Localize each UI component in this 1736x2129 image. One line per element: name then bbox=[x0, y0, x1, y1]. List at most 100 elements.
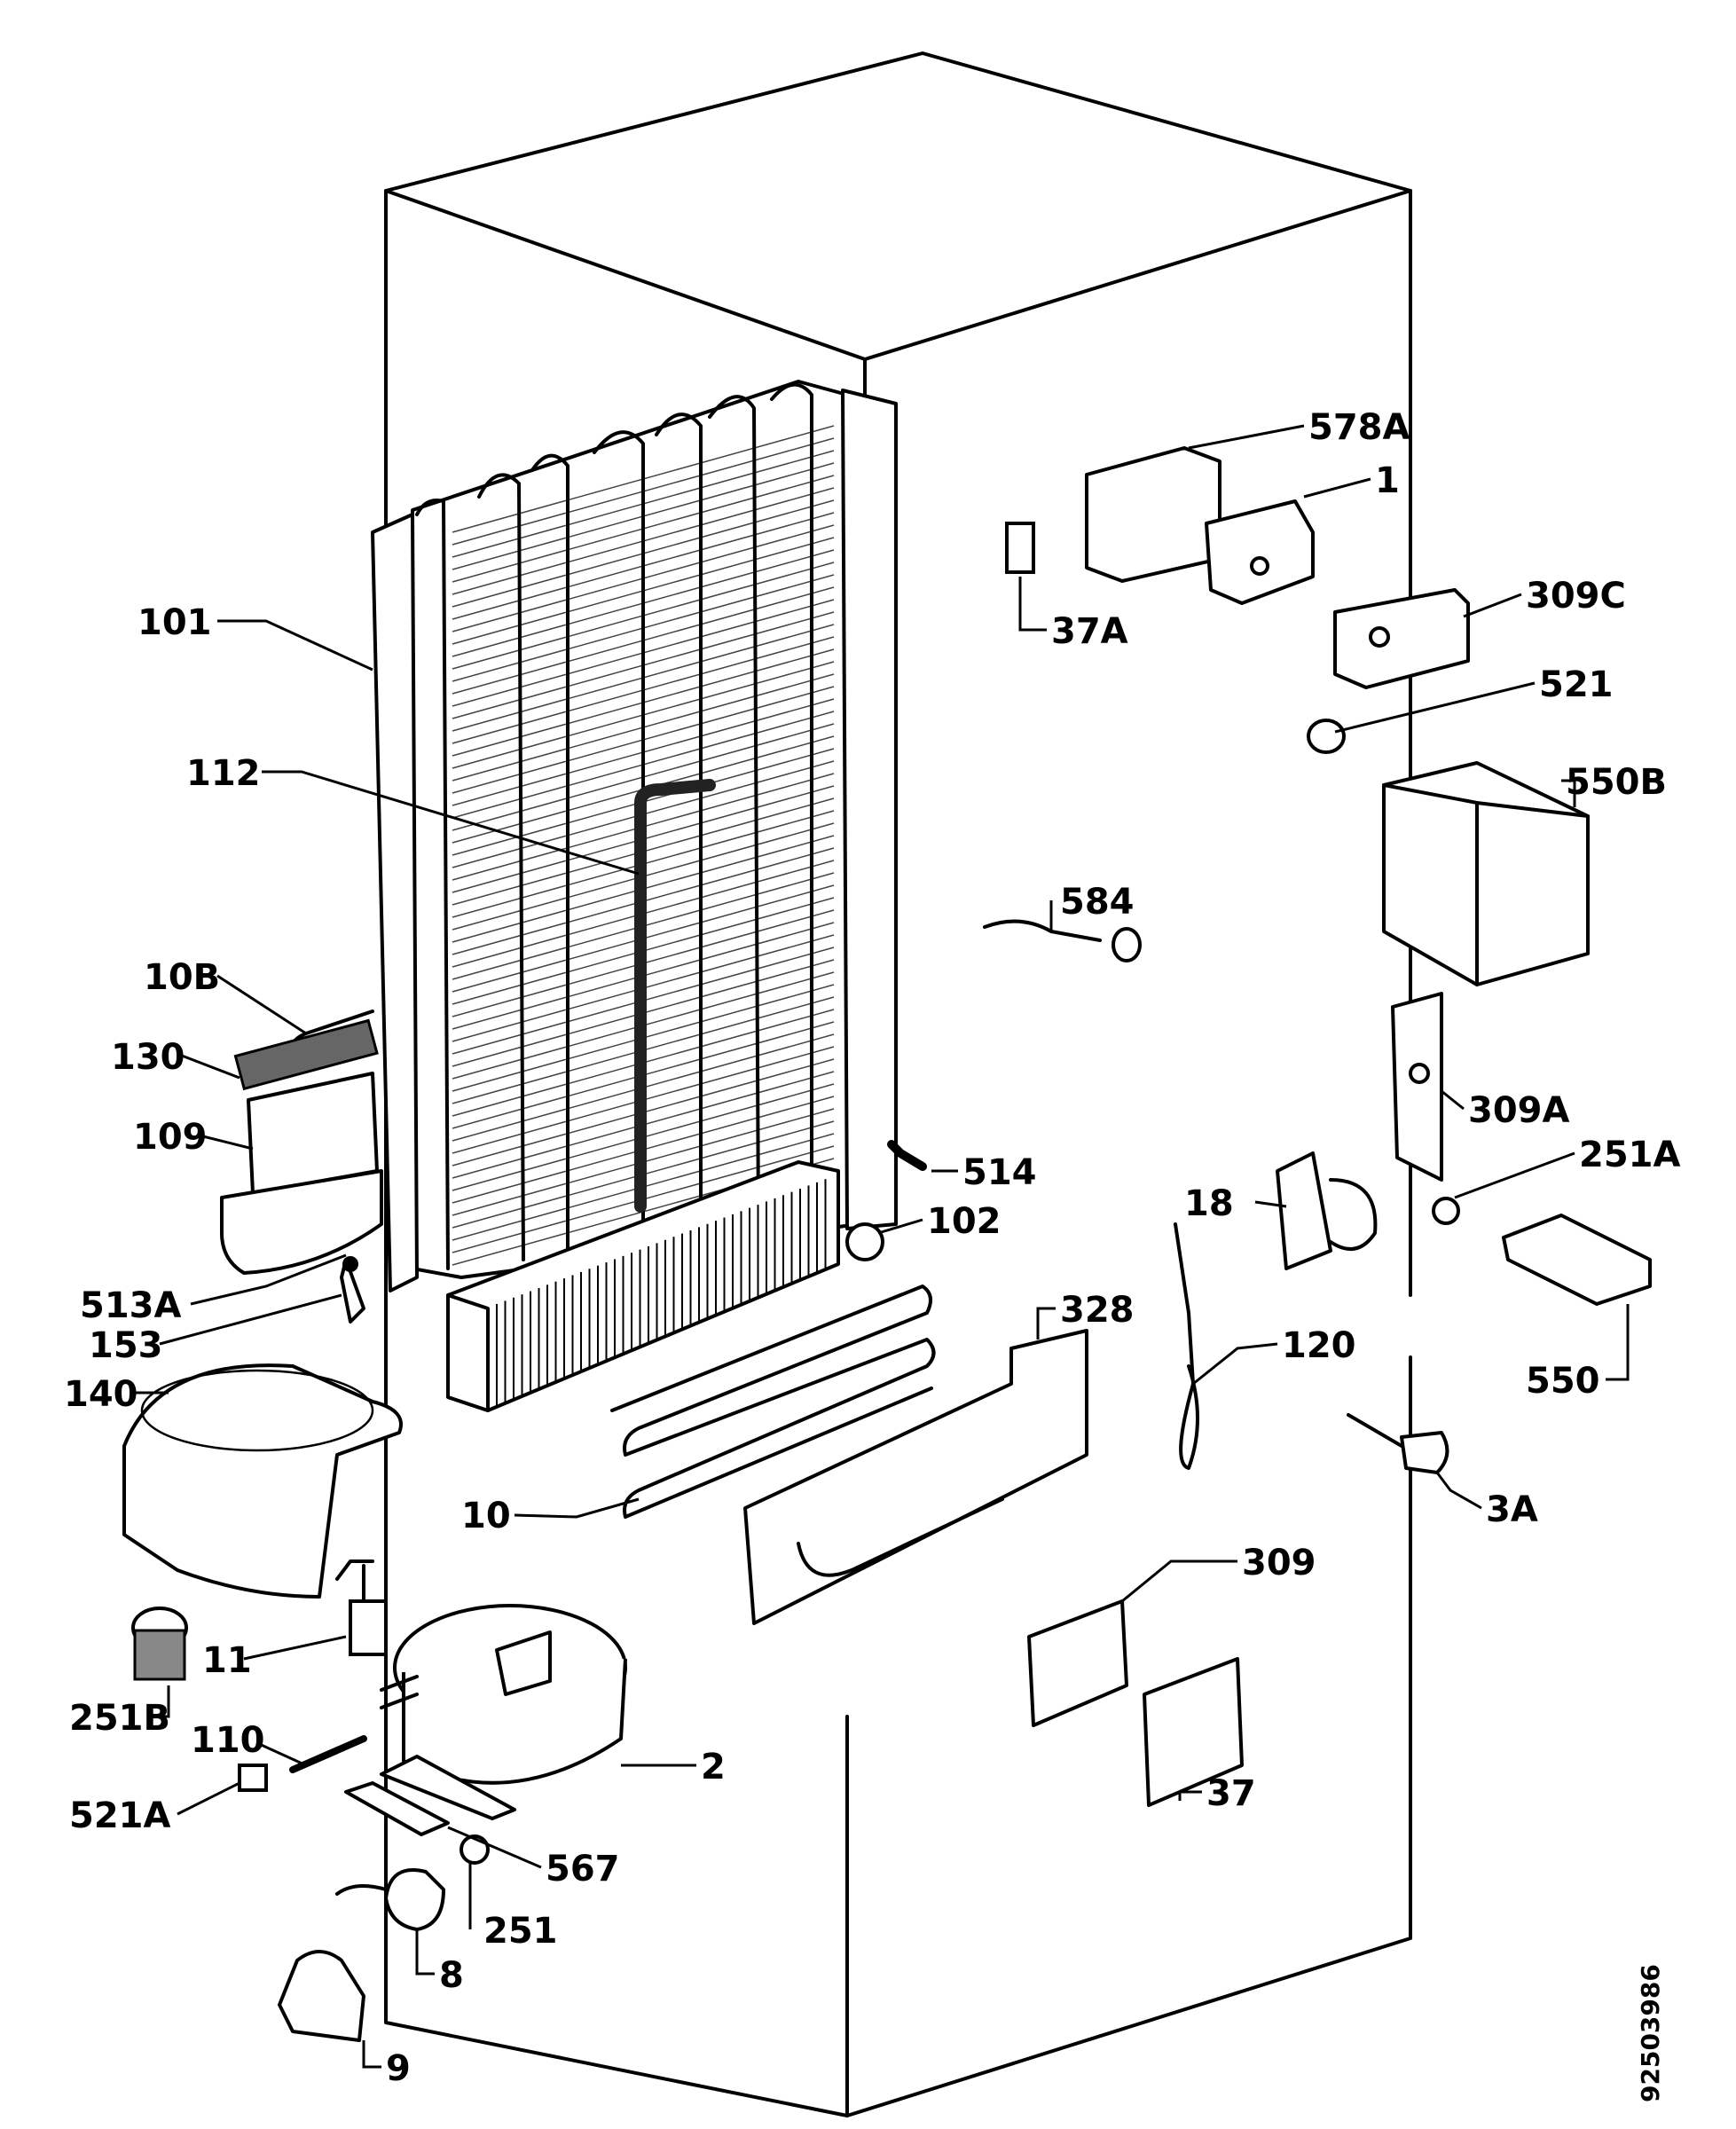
callout-109: 109 bbox=[133, 1117, 208, 1158]
tray-513a bbox=[220, 1169, 383, 1275]
callout-521a: 521A bbox=[69, 1795, 170, 1836]
lead-584 bbox=[983, 919, 1102, 942]
condenser-tube-3 bbox=[530, 453, 570, 1253]
heat-exchanger bbox=[446, 1160, 884, 1412]
housing-550b-edges bbox=[1382, 783, 1590, 986]
grommet-251b-body bbox=[133, 1629, 186, 1681]
defrost-heater bbox=[610, 1284, 936, 1519]
callout-102: 102 bbox=[927, 1201, 1002, 1242]
callout-251a: 251A bbox=[1579, 1135, 1680, 1175]
callout-2: 2 bbox=[701, 1747, 726, 1787]
condenser-side-rail bbox=[371, 513, 419, 1292]
bracket-309a-hole bbox=[1409, 1063, 1430, 1084]
callout-514: 514 bbox=[962, 1152, 1037, 1193]
callout-8: 8 bbox=[439, 1955, 464, 1996]
sensor-514 bbox=[887, 1140, 927, 1171]
grommet-251a bbox=[1432, 1197, 1460, 1225]
drip-tray bbox=[122, 1363, 403, 1599]
callout-251b: 251B bbox=[69, 1698, 170, 1739]
grommet-251 bbox=[460, 1834, 490, 1865]
heat-exchanger-end bbox=[446, 1293, 490, 1412]
condenser-tube-7 bbox=[770, 382, 813, 1222]
callout-labels: 101 112 10B 130 109 513A 153 140 251B 11… bbox=[64, 407, 1680, 2089]
callout-1: 1 bbox=[1375, 460, 1400, 501]
clip-153 bbox=[340, 1258, 365, 1324]
callout-110: 110 bbox=[191, 1720, 265, 1761]
drain-plate-slot bbox=[797, 1497, 1004, 1577]
left-parts bbox=[220, 1010, 383, 1324]
document-number: 92503986 bbox=[1636, 1964, 1665, 2102]
callout-567: 567 bbox=[546, 1849, 620, 1889]
condenser bbox=[371, 380, 898, 1292]
callout-521: 521 bbox=[1539, 664, 1614, 705]
callout-11: 11 bbox=[202, 1640, 252, 1681]
lamp-holder-584 bbox=[1112, 927, 1142, 962]
callout-9: 9 bbox=[386, 2048, 411, 2089]
compressor-pipe-2 bbox=[380, 1693, 419, 1709]
compressor bbox=[380, 1604, 627, 1820]
condenser-inner-pipe bbox=[634, 779, 716, 1213]
callout-309c: 309C bbox=[1526, 576, 1626, 617]
leader-lines bbox=[133, 424, 1630, 2069]
bracket-309a bbox=[1391, 992, 1443, 1182]
callout-251: 251 bbox=[483, 1911, 558, 1952]
cover-309c bbox=[1333, 588, 1470, 689]
callout-130: 130 bbox=[111, 1037, 185, 1078]
callout-3a: 3A bbox=[1486, 1489, 1538, 1530]
defrost-heater-loop bbox=[610, 1284, 936, 1519]
callout-513a: 513A bbox=[80, 1285, 181, 1326]
cabinet-top bbox=[384, 51, 1412, 361]
condenser-tube-6 bbox=[708, 395, 760, 1226]
callout-309a: 309A bbox=[1468, 1090, 1569, 1131]
heat-exchanger-coil-end bbox=[845, 1222, 884, 1261]
thermostat-1 bbox=[1205, 499, 1315, 605]
callout-120: 120 bbox=[1282, 1325, 1356, 1366]
drier-11 bbox=[349, 1599, 388, 1656]
callout-550: 550 bbox=[1526, 1361, 1600, 1402]
clip-153-head bbox=[342, 1256, 358, 1272]
drain-plate bbox=[743, 1329, 1088, 1625]
callout-37: 37 bbox=[1206, 1773, 1256, 1814]
callout-101: 101 bbox=[137, 602, 212, 643]
heat-exchanger-fins bbox=[496, 1179, 827, 1406]
callout-18: 18 bbox=[1184, 1183, 1234, 1224]
callout-153: 153 bbox=[89, 1325, 163, 1366]
fan-motor-18 bbox=[1276, 1151, 1332, 1270]
callout-37a: 37A bbox=[1051, 611, 1128, 652]
plate-567 bbox=[344, 1781, 450, 1836]
relay-8 bbox=[384, 1868, 445, 1931]
condenser-tube-5 bbox=[655, 412, 703, 1235]
bracket-550 bbox=[1502, 1214, 1652, 1306]
cover-309c-hole bbox=[1369, 626, 1390, 648]
callout-10b: 10B bbox=[144, 957, 220, 998]
cap-521a bbox=[238, 1764, 268, 1792]
compressor-terminal-box bbox=[495, 1630, 552, 1696]
callout-328: 328 bbox=[1060, 1290, 1135, 1331]
clamp-9 bbox=[278, 1950, 365, 2042]
board-37 bbox=[1143, 1657, 1244, 1807]
switch-3a-lever bbox=[1347, 1413, 1403, 1448]
drip-tray-body bbox=[122, 1363, 403, 1599]
fan-blade-18 bbox=[1329, 1178, 1378, 1251]
relay-8-lead bbox=[335, 1884, 388, 1896]
callout-550b: 550B bbox=[1566, 762, 1667, 803]
terminal-37a bbox=[1005, 522, 1035, 574]
condenser-tube-1 bbox=[415, 499, 450, 1270]
callout-112: 112 bbox=[186, 753, 261, 794]
knob-521 bbox=[1307, 719, 1346, 754]
thermostat-1-shaft bbox=[1250, 556, 1269, 576]
housing-550b bbox=[1382, 761, 1590, 986]
callout-578a: 578A bbox=[1308, 407, 1410, 448]
condenser-tube-4 bbox=[593, 430, 645, 1244]
drier-11-pipe bbox=[335, 1559, 374, 1603]
callout-309: 309 bbox=[1242, 1543, 1316, 1583]
callout-140: 140 bbox=[64, 1374, 138, 1415]
callout-10: 10 bbox=[461, 1496, 511, 1536]
compressor-pipe-1 bbox=[380, 1675, 419, 1692]
cover-578a bbox=[1085, 446, 1221, 583]
right-parts bbox=[887, 446, 1652, 1807]
condenser-tube-2 bbox=[477, 473, 525, 1261]
condenser-bracket bbox=[841, 389, 898, 1230]
drip-tray-rim bbox=[140, 1369, 374, 1452]
